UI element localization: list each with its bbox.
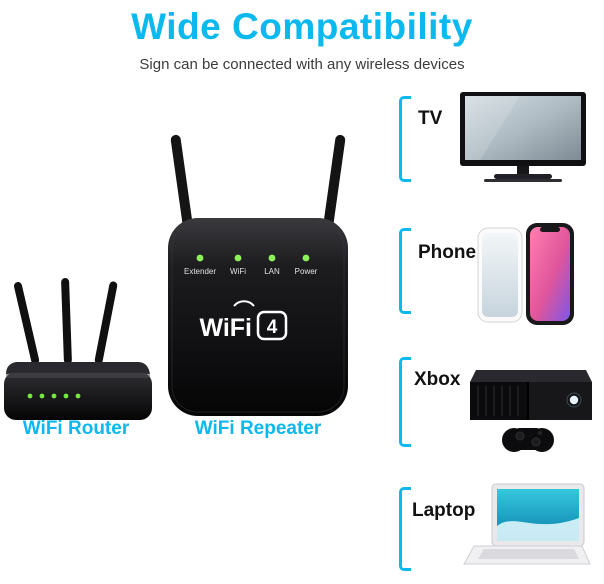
xbox-illustration <box>470 370 592 452</box>
phone-label: Phone <box>418 242 477 263</box>
logo-4-text: 4 <box>267 317 278 338</box>
laptop-illustration <box>463 483 591 565</box>
repeater-label: WiFi Repeater <box>194 418 322 439</box>
xbox-label: Xbox <box>414 369 461 390</box>
phone-illustration <box>477 223 574 325</box>
phone-bracket-connector <box>399 228 411 314</box>
tv-bracket-connector <box>399 96 411 182</box>
repeater-antennas <box>170 134 346 235</box>
router-top-face <box>6 362 150 374</box>
xbox-bracket-connector <box>399 357 411 447</box>
router-antennas <box>14 278 118 365</box>
page-subtitle: Sign can be connected with any wireless … <box>139 56 465 73</box>
router-label: WiFi Router <box>22 418 130 439</box>
xbox-controller <box>502 428 554 452</box>
tv-illustration <box>460 92 586 182</box>
led-label-wifi: WiFi <box>230 267 246 276</box>
wifi-router-illustration <box>4 278 152 420</box>
wifi4-logo: WiFi 4 <box>199 300 288 342</box>
page-title: Wide Compatibility <box>131 6 473 47</box>
laptop-bracket-connector <box>399 487 411 571</box>
wifi-repeater-illustration: Extender WiFi LAN Power WiFi 4 <box>168 134 348 416</box>
led-label-lan: LAN <box>264 267 280 276</box>
led-label-power: Power <box>295 267 318 276</box>
router-leds <box>27 393 81 399</box>
repeater-leds <box>196 254 310 262</box>
logo-wifi-text: WiFi <box>199 314 252 342</box>
tv-label: TV <box>418 108 443 129</box>
led-label-extender: Extender <box>184 267 216 276</box>
laptop-label: Laptop <box>412 500 476 521</box>
